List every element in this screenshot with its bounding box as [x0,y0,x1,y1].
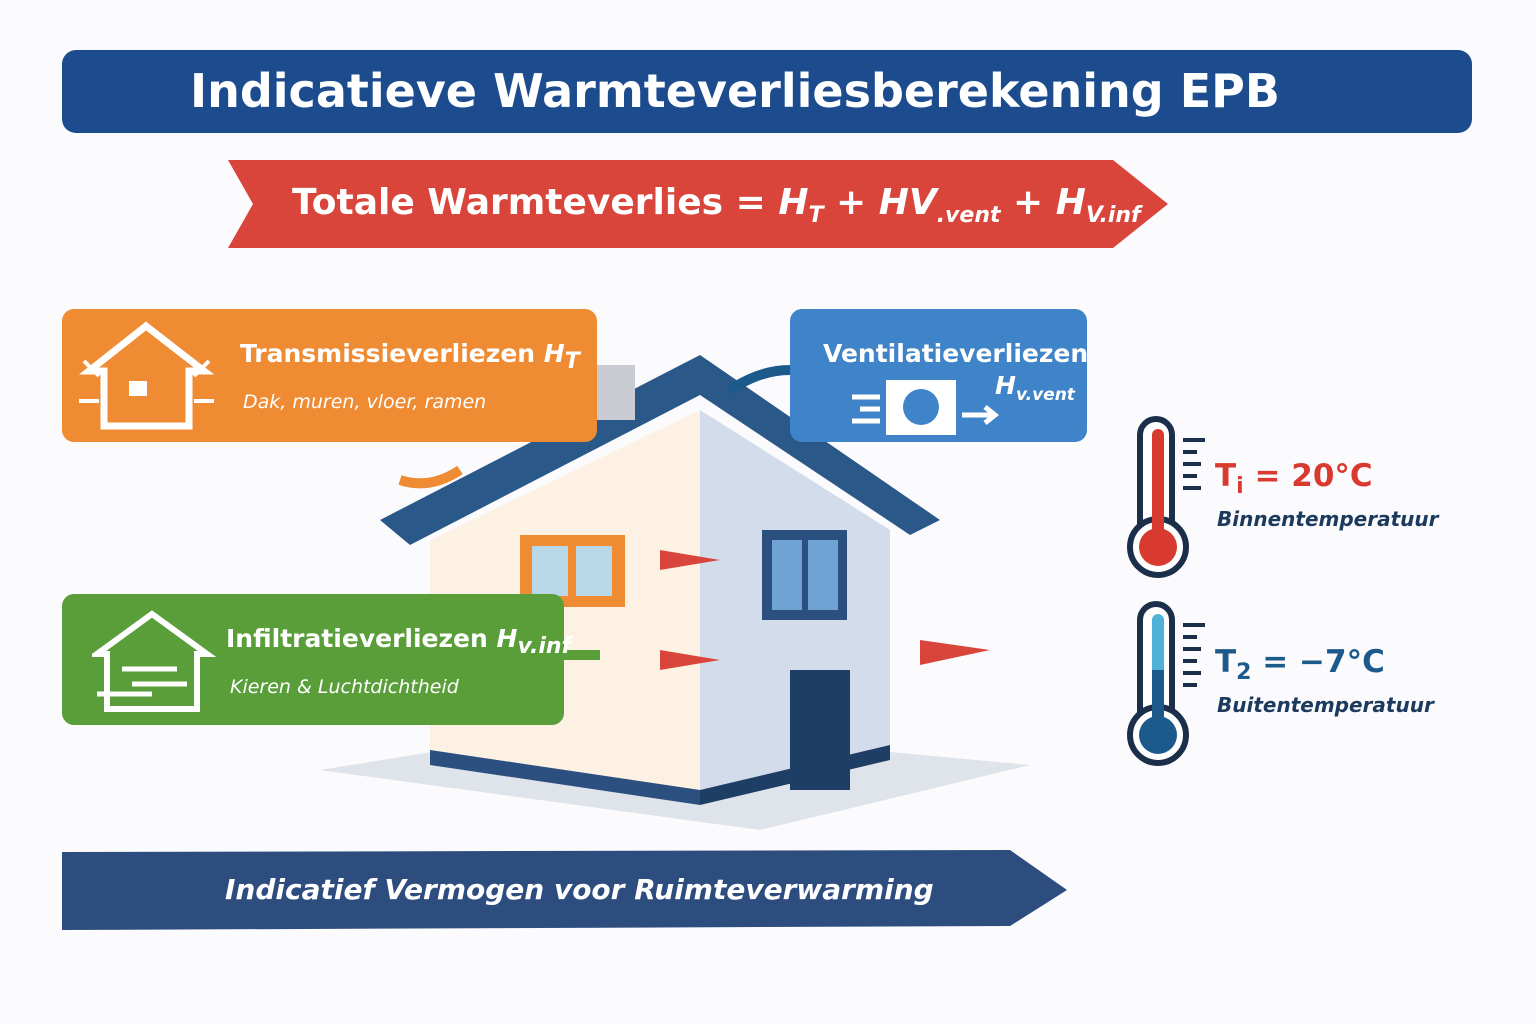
heat-arrow [660,650,720,670]
heat-arrow [920,640,990,665]
heat-arrow [660,550,720,570]
outdoor-label: Buitentemperatuur [1217,693,1434,717]
formula-text: Totale Warmteverlies = HT + HV.vent + HV… [292,182,1141,229]
bottom-banner: Indicatief Vermogen voor Ruimteverwarmin… [62,850,1067,930]
ventilation-card: Ventilatieverliezen Hv.vent [790,309,1089,442]
infiltration-title: Infiltratieverliezen Hv.inf [226,624,572,659]
transmission-card: Transmissieverliezen HT Dak, muren, vloe… [62,309,597,442]
thermometer-outdoor-icon [1127,601,1205,766]
ventilation-title: Ventilatieverliezen [823,339,1089,368]
house-airflow-icon [92,610,217,712]
transmission-subtitle: Dak, muren, vloer, ramen [243,391,487,413]
house-heat-loss-icon [78,321,215,430]
formula-banner: Totale Warmteverlies = HT + HV.vent + HV… [228,160,1168,248]
air-arrow [727,365,791,395]
thermometer-indoor-icon [1127,416,1205,578]
indoor-temperature: Ti = 20°C [1215,458,1373,500]
infiltration-card: Infiltratieverliezen Hv.inf Kieren & Luc… [62,594,571,725]
title-banner: Indicatieve Warmteverliesberekening EPB [62,50,1472,133]
outdoor-temperature: T2 = −7°C [1215,644,1385,686]
bottom-banner-text: Indicatief Vermogen voor Ruimteverwarmin… [225,873,934,906]
transmission-title: Transmissieverliezen HT [240,339,580,374]
page-title: Indicatieve Warmteverliesberekening EPB [190,64,1280,118]
indoor-label: Binnentemperatuur [1217,507,1439,531]
ventilation-symbol: Hv.vent [995,371,1075,405]
infiltration-subtitle: Kieren & Luchtdichtheid [230,676,459,698]
house-illustration [320,355,1030,830]
fan-icon [852,380,1000,435]
